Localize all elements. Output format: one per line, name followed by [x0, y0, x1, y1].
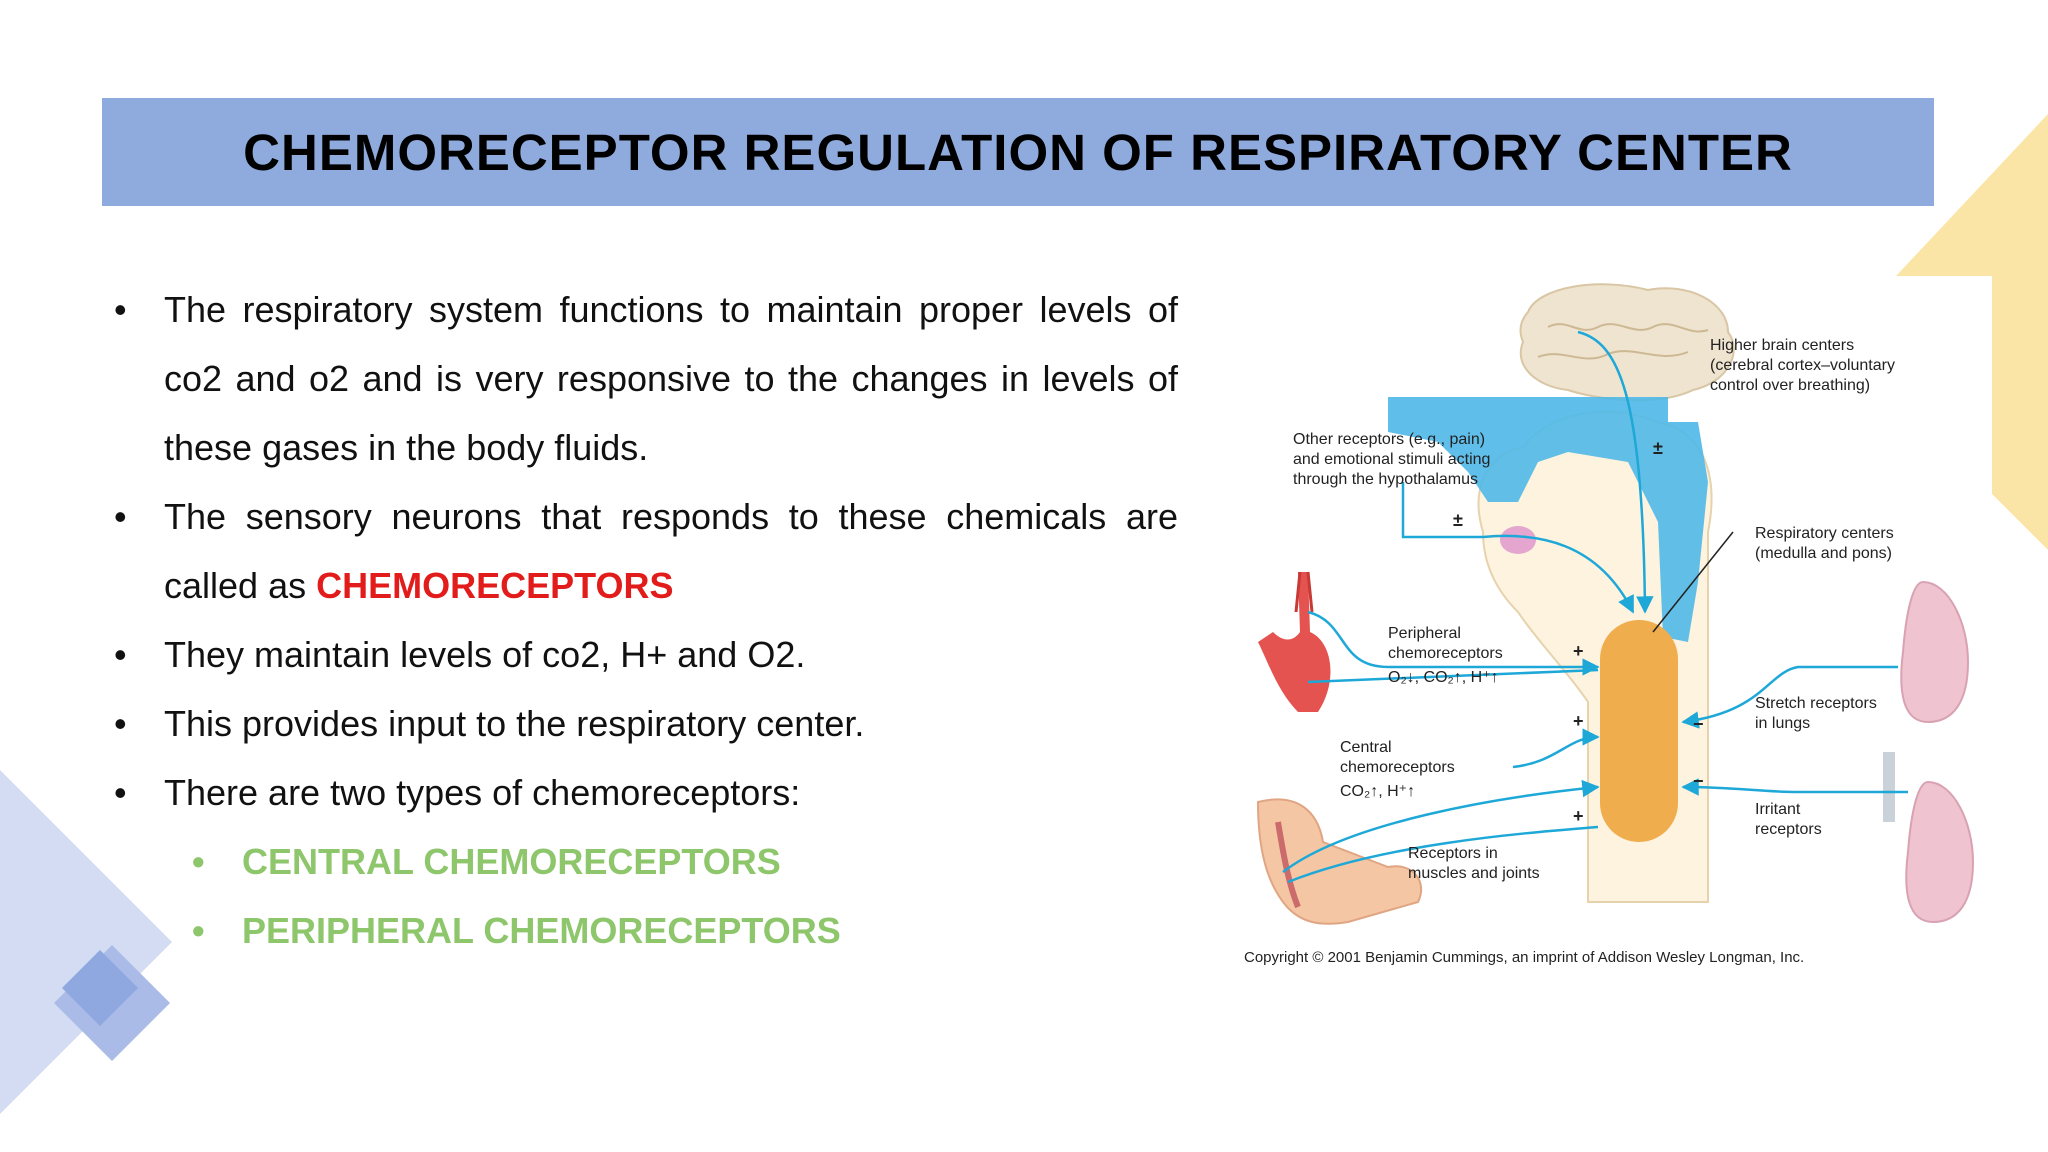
csf-region: [1388, 397, 1708, 642]
respiratory-control-diagram: ± ± + + + − − Higher brain centers (cere…: [1244, 283, 1975, 966]
bullet-text: There are two types of chemoreceptors:: [164, 772, 801, 813]
aorta-illustration: [1258, 572, 1331, 712]
bullet-item: • They maintain levels of co2, H+ and O2…: [110, 620, 1178, 689]
decor-left-shapes: [0, 770, 172, 1114]
lung-upper: [1900, 580, 1970, 724]
arm-illustration: [1256, 798, 1423, 925]
svg-text:Higher brain centers: Higher brain centers: [1710, 337, 1854, 354]
highlight-term: CHEMORECEPTORS: [316, 565, 674, 606]
label-peripheral: Peripheral chemoreceptors O₂↓, CO₂↑, H⁺↑: [1388, 625, 1503, 686]
brain-illustration: [1519, 283, 1735, 402]
svg-text:in lungs: in lungs: [1755, 715, 1810, 732]
svg-text:chemoreceptors: chemoreceptors: [1340, 759, 1455, 776]
label-irritant: Irritant receptors: [1755, 801, 1822, 838]
label-respiratory-centers: Respiratory centers (medulla and pons): [1755, 525, 1894, 562]
slide-title: CHEMORECEPTOR REGULATION OF RESPIRATORY …: [243, 123, 1793, 181]
svg-text:Irritant: Irritant: [1755, 801, 1801, 818]
bullet-text: The sensory neurons that responds to the…: [164, 496, 1178, 606]
sub-bullet-item: • CENTRAL CHEMORECEPTORS: [110, 827, 1178, 896]
sub-bullet-text: CENTRAL CHEMORECEPTORS: [242, 841, 781, 882]
sign-minus-irritant: −: [1693, 771, 1704, 791]
bullet-text: This provides input to the respiratory c…: [164, 703, 865, 744]
svg-text:Stretch receptors: Stretch receptors: [1755, 695, 1877, 712]
sign-pm-brain: ±: [1653, 438, 1663, 458]
lung-lower: [1905, 780, 1975, 924]
bullet-list: • The respiratory system functions to ma…: [110, 275, 1178, 965]
bullet-symbol: •: [114, 772, 127, 813]
sign-plus-central: +: [1573, 711, 1584, 731]
label-stretch: Stretch receptors in lungs: [1755, 695, 1877, 732]
svg-text:control over breathing): control over breathing): [1710, 377, 1870, 394]
sign-plus-muscles: +: [1573, 806, 1584, 826]
bullet-symbol: •: [114, 703, 127, 744]
bullet-item: • There are two types of chemoreceptors:: [110, 758, 1178, 827]
svg-text:chemoreceptors: chemoreceptors: [1388, 645, 1503, 662]
svg-text:and emotional stimuli acting: and emotional stimuli acting: [1293, 451, 1490, 468]
bullet-item: • This provides input to the respiratory…: [110, 689, 1178, 758]
decor-right-shapes: [1896, 114, 2048, 550]
label-other-receptors: Other receptors (e.g., pain) and emotion…: [1293, 431, 1490, 488]
bullet-symbol: •: [114, 289, 127, 330]
svg-text:(cerebral cortex–voluntary: (cerebral cortex–voluntary: [1710, 357, 1895, 374]
sub-bullet-item: • PERIPHERAL CHEMORECEPTORS: [110, 896, 1178, 965]
svg-text:(medulla and pons): (medulla and pons): [1755, 545, 1892, 562]
bullet-symbol: •: [192, 841, 205, 882]
sign-minus-stretch: −: [1693, 714, 1704, 734]
svg-text:through the hypothalamus: through the hypothalamus: [1293, 471, 1478, 488]
svg-text:Central: Central: [1340, 739, 1392, 756]
title-bar: CHEMORECEPTOR REGULATION OF RESPIRATORY …: [102, 98, 1934, 206]
svg-text:Respiratory centers: Respiratory centers: [1755, 525, 1894, 542]
svg-text:Other receptors (e.g., pain): Other receptors (e.g., pain): [1293, 431, 1485, 448]
bullet-symbol: •: [192, 910, 205, 951]
sign-plus-peripheral: +: [1573, 641, 1584, 661]
label-muscles: Receptors in muscles and joints: [1408, 845, 1540, 882]
svg-text:muscles and joints: muscles and joints: [1408, 865, 1540, 882]
svg-text:O₂↓, CO₂↑, H⁺↑: O₂↓, CO₂↑, H⁺↑: [1388, 669, 1499, 686]
bronchus: [1883, 752, 1895, 822]
copyright-note: Copyright © 2001 Benjamin Cummings, an i…: [1244, 949, 1804, 966]
respiratory-center-medulla: [1600, 620, 1678, 842]
svg-text:Receptors in: Receptors in: [1408, 845, 1498, 862]
bullet-symbol: •: [114, 496, 127, 537]
label-central: Central chemoreceptors CO₂↑, H⁺↑: [1340, 739, 1455, 800]
bullet-item: • The respiratory system functions to ma…: [110, 275, 1178, 482]
label-higher-brain: Higher brain centers (cerebral cortex–vo…: [1710, 337, 1895, 394]
bullet-symbol: •: [114, 634, 127, 675]
svg-text:receptors: receptors: [1755, 821, 1822, 838]
sign-pm-hypothalamus: ±: [1453, 510, 1463, 530]
hypothalamus: [1500, 526, 1536, 554]
sub-bullet-text: PERIPHERAL CHEMORECEPTORS: [242, 910, 841, 951]
bullet-item: • The sensory neurons that responds to t…: [110, 482, 1178, 620]
bullet-text: The respiratory system functions to main…: [164, 289, 1178, 468]
svg-text:Peripheral: Peripheral: [1388, 625, 1461, 642]
bullet-text: They maintain levels of co2, H+ and O2.: [164, 634, 806, 675]
svg-text:CO₂↑, H⁺↑: CO₂↑, H⁺↑: [1340, 783, 1415, 800]
